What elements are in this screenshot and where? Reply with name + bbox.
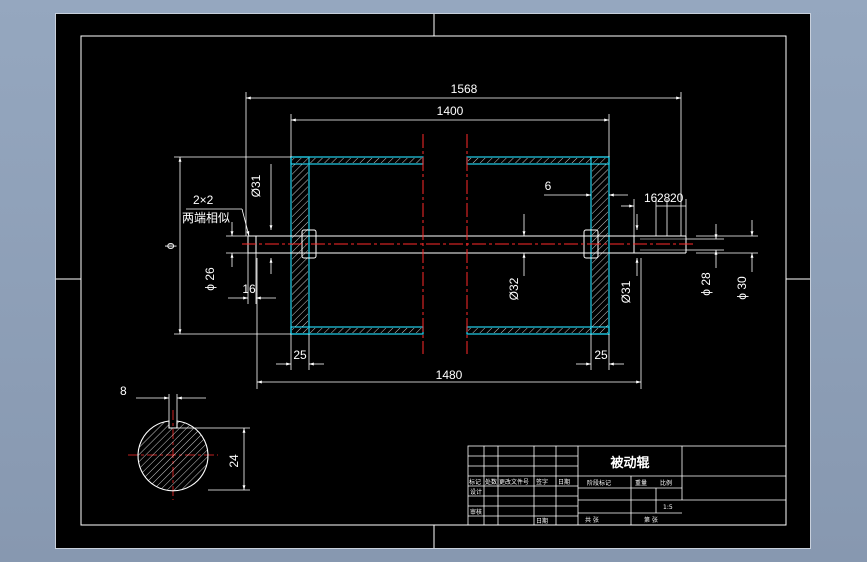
dim-d31-left: Ø31 [249,174,263,197]
dim-end-plate-right: 25 [594,348,608,362]
keyway-section-view: 8 24 [120,384,250,500]
tb-label-design: 设计 [470,488,482,496]
tb-label-file-no: 更改文件号 [499,478,529,486]
center-marks [56,14,810,548]
dim-seg28: 28 [657,191,671,205]
dimension-lines [174,92,758,389]
dim-d32: Ø32 [507,277,521,300]
dim-bearing-span: 1480 [436,368,463,382]
tb-label-approve: 审核 [470,508,482,516]
drum-shell-outline [290,156,610,335]
dim-chamfer-note: 两端相似 [182,211,230,225]
dim-seg16: 16 [644,191,658,205]
title-block: 标记 处数 更改文件号 签字 日期 设计 审核 日期 阶段标记 重量 比例 共 … [467,445,787,526]
tb-label-sheet-no: 第 张 [644,516,658,524]
dim-d30: ϕ 30 [735,276,749,300]
tb-label-mark: 标记 [469,478,481,486]
drawing-sheet: 1568 1400 1480 25 25 6 2×2 两端相似 16 16 28… [55,13,811,549]
dim-shell-thickness: 6 [545,179,552,193]
dim-overall-length: 1568 [451,82,478,96]
dim-chamfer: 2×2 [193,193,214,207]
dim-overall-diameter: ϕ [163,242,177,249]
dim-seg20: 20 [670,191,684,205]
centerlines [242,134,696,354]
drum-shell-hatch [292,158,608,333]
tb-label-sheet-total: 共 张 [585,516,599,524]
drawing-canvas: 1568 1400 1480 25 25 6 2×2 两端相似 16 16 28… [56,14,810,548]
dimension-labels: 1568 1400 1480 25 25 6 2×2 两端相似 16 16 28… [163,82,749,382]
dim-d31-right: Ø31 [619,280,633,303]
dim-d28: ϕ 28 [699,272,713,296]
tb-label-count: 处数 [485,478,497,486]
dim-len16-left: 16 [242,282,256,296]
dim-d26: ϕ 26 [203,267,217,291]
tb-label-weight: 重量 [635,479,647,487]
tb-label-date2: 日期 [536,517,548,525]
tb-scale: 1:5 [663,504,673,511]
roller-front-view [242,134,696,354]
tb-label-ratio: 比例 [660,479,672,487]
dim-end-plate-left: 25 [293,348,307,362]
dim-key-width: 8 [120,384,127,398]
part-name: 被动辊 [609,455,649,471]
dim-drum-length: 1400 [437,104,464,118]
dim-key-depth: 24 [227,454,241,468]
tb-label-stage-mark: 阶段标记 [587,479,611,487]
tb-label-sign: 签字 [536,478,548,486]
tb-label-date: 日期 [558,478,570,486]
